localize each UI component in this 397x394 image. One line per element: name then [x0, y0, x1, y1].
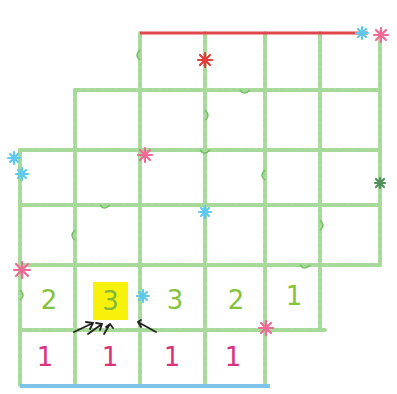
- count-number: 1: [225, 344, 242, 370]
- count-number: 1: [37, 344, 54, 370]
- count-number: 1: [286, 283, 303, 309]
- count-number: 2: [228, 287, 245, 313]
- count-number: 1: [164, 344, 181, 370]
- count-number: 2: [41, 287, 58, 313]
- highlight-box: 3: [93, 282, 128, 320]
- count-number: 1: [102, 344, 119, 370]
- count-number: 3: [167, 287, 184, 313]
- count-number: 3: [102, 288, 119, 314]
